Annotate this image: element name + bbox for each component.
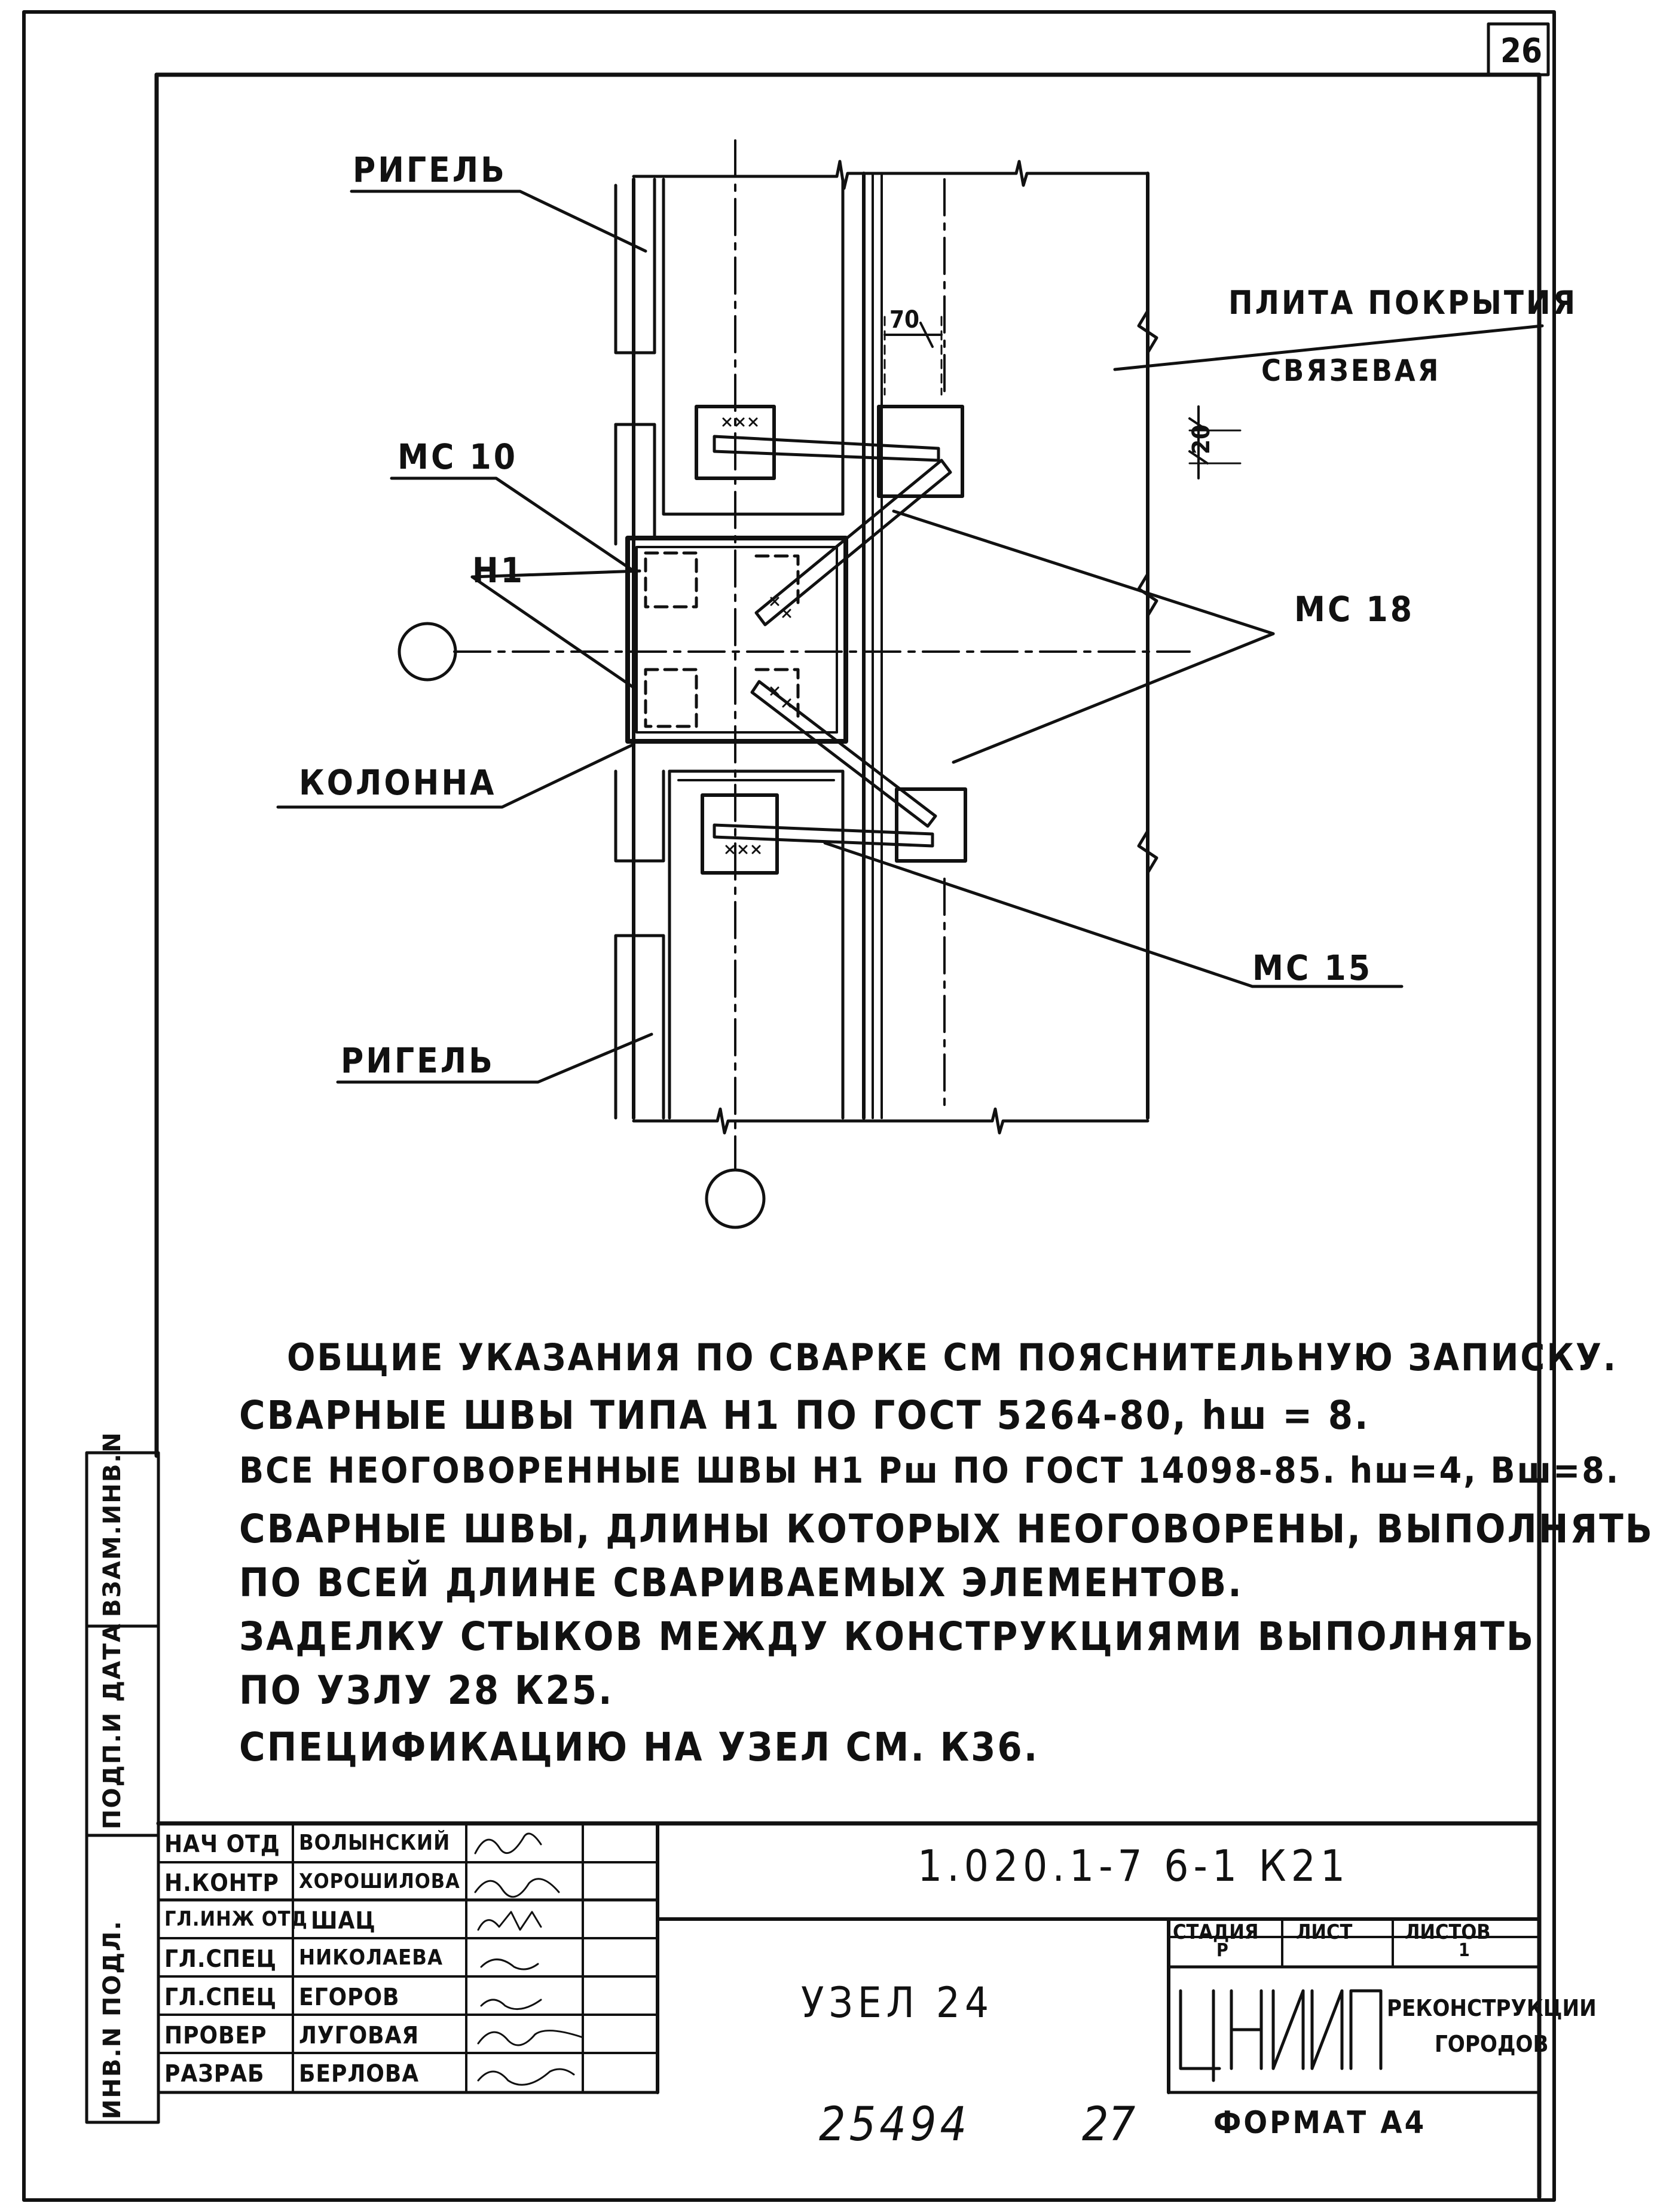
label-rigel-bottom: РИГЕЛЬ [341, 1040, 495, 1081]
role-nach-otd: НАЧ ОТД [164, 1831, 280, 1858]
org-line2: ГОРОДОВ [1435, 2031, 1549, 2057]
dim-20: 20 [1188, 424, 1215, 454]
sheets-value: 1 [1459, 1940, 1470, 1961]
name-egorov: ЕГОРОВ [299, 1984, 400, 2011]
note-line-4: СВАРНЫЕ ШВЫ, ДЛИНЫ КОТОРЫХ НЕОГОВОРЕНЫ, … [239, 1506, 1654, 1552]
role-gl-spec-2: ГЛ.СПЕЦ [164, 1984, 277, 2011]
format-label: ФОРМАТ А4 [1213, 2105, 1427, 2141]
name-volynsky: ВОЛЫНСКИЙ [299, 1831, 451, 1855]
role-razrab: РАЗРАБ [164, 2060, 265, 2088]
title-block-lines [85, 1451, 1542, 2124]
note-line-8: СПЕЦИФИКАЦИЮ НА УЗЕЛ СМ. К36. [239, 1724, 1040, 1770]
drawing-graphics [22, 10, 1556, 2202]
role-gl-spec-1: ГЛ.СПЕЦ [164, 1945, 277, 1973]
label-plate-line2: СВЯЗЕВАЯ [1261, 353, 1441, 388]
inventory-number: 25494 [819, 2098, 971, 2152]
sheet-number: 26 [1500, 32, 1543, 71]
stage-value: Р [1216, 1940, 1228, 1961]
note-line-7: ПО УЗЛУ 28 К25. [239, 1667, 614, 1713]
drawing-designation: 1.020.1-7 6-1 К21 [918, 1841, 1350, 1891]
note-line-3: ВСЕ НЕОГОВОРЕННЫЕ ШВЫ Н1 Рш ПО ГОСТ 1409… [239, 1450, 1621, 1492]
role-gl-inzh: ГЛ.ИНЖ ОТД [164, 1907, 308, 1931]
drawing-sheet: 26 РИГЕЛЬ ПЛИТА ПОКРЫТИЯ СВЯЗЕВАЯ МС 10 … [22, 10, 1652, 2202]
label-plate-line1: ПЛИТА ПОКРЫТИЯ [1228, 284, 1578, 322]
label-n1: Н1 [472, 550, 525, 591]
label-mc10: МС 10 [398, 436, 518, 477]
node-title: УЗЕЛ 24 [801, 1978, 994, 2027]
label-rigel-top: РИГЕЛЬ [353, 149, 507, 190]
dim-70: 70 [889, 306, 920, 334]
stamp-podp-data: ПОДП.И ДАТА [99, 1622, 126, 1829]
label-mc15: МС 15 [1252, 948, 1372, 988]
copy-number: 27 [1082, 2098, 1136, 2152]
note-line-5: ПО ВСЕЙ ДЛИНЕ СВАРИВАЕМЫХ ЭЛЕМЕНТОВ. [239, 1560, 1243, 1606]
role-n-kontr: Н.КОНТР [164, 1869, 279, 1897]
name-shats: ШАЦ [311, 1907, 376, 1935]
note-line-6: ЗАДЕЛКУ СТЫКОВ МЕЖДУ КОНСТРУКЦИЯМИ ВЫПОЛ… [239, 1614, 1536, 1660]
signatures [474, 1832, 584, 2086]
outer-border [22, 10, 1556, 2202]
sheet-number-box [1487, 22, 1550, 77]
label-column: КОЛОННА [299, 762, 497, 803]
note-line-1: ОБЩИЕ УКАЗАНИЯ ПО СВАРКЕ СМ ПОЯСНИТЕЛЬНУ… [287, 1336, 1618, 1379]
sheets-header: ЛИСТОВ [1405, 1920, 1491, 1944]
name-lugovaya: ЛУГОВАЯ [299, 2022, 420, 2049]
name-khoroshilova: ХОРОШИЛОВА [299, 1869, 460, 1893]
note-line-2: СВАРНЫЕ ШВЫ ТИПА Н1 ПО ГОСТ 5264-80, hш … [239, 1392, 1370, 1438]
sheet-header: ЛИСТ [1296, 1920, 1353, 1944]
name-nikolaeva: НИКОЛАЕВА [299, 1945, 444, 1970]
label-mc18: МС 18 [1294, 589, 1414, 630]
name-berlova: БЕРЛОВА [299, 2060, 420, 2088]
role-prover: ПРОВЕР [164, 2022, 267, 2049]
cniip-logo [1179, 1989, 1383, 2082]
org-line1: РЕКОНСТРУКЦИИ [1387, 1995, 1597, 2021]
stage-header: СТАДИЯ [1173, 1920, 1259, 1944]
stamp-inv-podl: ИНВ.N ПОДЛ. [99, 1920, 126, 2119]
stamp-vzam-inv: ВЗАМ.ИНВ.N [99, 1431, 126, 1617]
